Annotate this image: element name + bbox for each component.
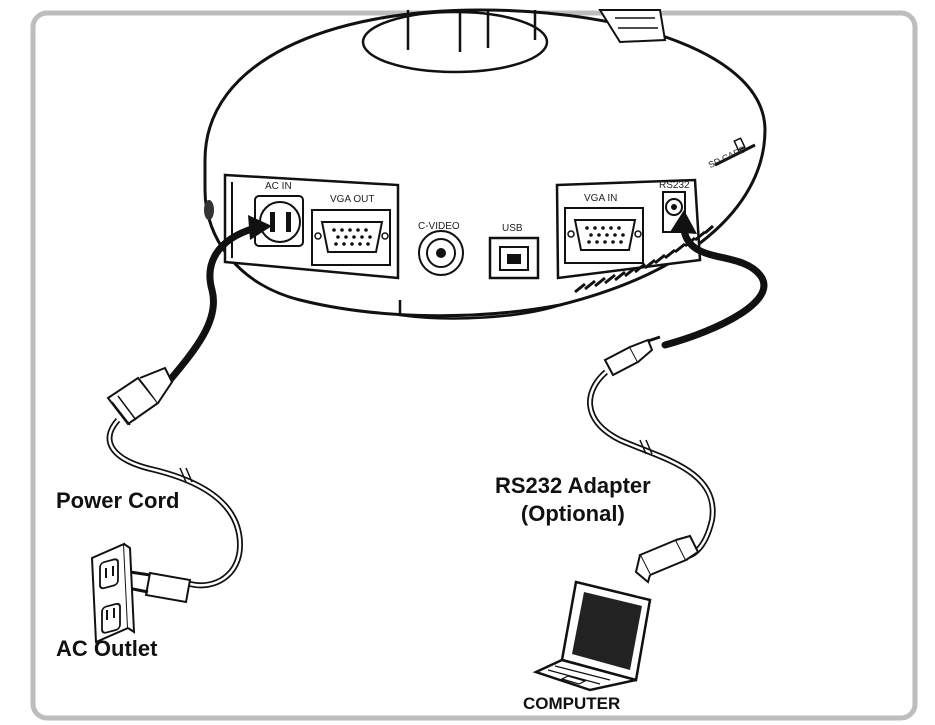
laptop-computer (532, 580, 652, 692)
vga-in-label: VGA IN (584, 193, 618, 204)
rs232-adapter-label: RS232 Adapter (Optional) (495, 472, 651, 528)
c-video-label: C-VIDEO (418, 221, 460, 232)
power-cord (106, 215, 272, 604)
vga-out-label: VGA OUT (330, 194, 375, 205)
ac-in-port (254, 195, 304, 247)
c-video-port (418, 230, 464, 276)
ac-outlet (90, 542, 136, 644)
power-cord-label: Power Cord (56, 488, 180, 513)
rs232-label: RS232 (659, 180, 690, 191)
computer-label: COMPUTER (523, 694, 621, 713)
rs232-adapter-title: RS232 Adapter (495, 473, 651, 498)
rs232-cable (587, 210, 768, 584)
usb-label: USB (502, 223, 523, 234)
sd-card-slot (714, 137, 756, 167)
vga-out-port (311, 209, 391, 266)
ac-in-label: AC IN (265, 181, 292, 192)
ac-outlet-label: AC Outlet (56, 636, 158, 661)
usb-port (488, 236, 540, 280)
rs232-adapter-optional: (Optional) (520, 501, 625, 526)
vga-in-port (564, 207, 644, 264)
